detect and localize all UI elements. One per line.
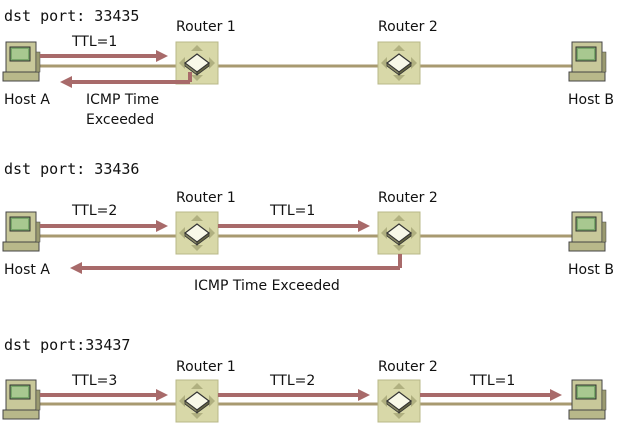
host-computer-icon	[568, 379, 607, 420]
dst-port-label: dst port: 33436	[4, 160, 139, 178]
icmp-label: ICMP Time Exceeded	[194, 278, 340, 294]
probe-arrowhead	[156, 389, 168, 401]
forward-arrowhead	[550, 389, 562, 401]
scenario-1: dst port: 33435 Router 1 Router 2 TTL=1 …	[2, 7, 614, 128]
router-icon	[175, 211, 219, 255]
icmp-label-line-2: Exceeded	[86, 112, 154, 128]
host-a-label: Host A	[4, 92, 50, 108]
icmp-label-line-1: ICMP Time	[86, 92, 159, 108]
dst-port-label: dst port: 33435	[4, 7, 139, 25]
host-b-label: Host B	[568, 262, 614, 278]
scenario-3: dst port:33437 Router 1 Router 2 TTL=3 T…	[2, 336, 607, 423]
router-icon	[377, 379, 421, 423]
ttl-label: TTL=3	[71, 373, 117, 389]
dst-port-label: dst port:33437	[4, 336, 130, 354]
forward-arrowhead	[358, 220, 370, 232]
ttl-label: TTL=1	[269, 203, 315, 219]
host-b-label: Host B	[568, 92, 614, 108]
host-computer-icon	[568, 211, 607, 252]
ttl-label: TTL=2	[71, 203, 117, 219]
ttl-label: TTL=1	[469, 373, 515, 389]
router-1-label: Router 1	[176, 19, 236, 35]
router-2-label: Router 2	[378, 359, 438, 375]
host-a-label: Host A	[4, 262, 50, 278]
reply-arrowhead	[70, 262, 82, 274]
scenario-2: dst port: 33436 Router 1 Router 2 TTL=2 …	[2, 160, 614, 294]
host-computer-icon	[2, 41, 41, 82]
probe-arrowhead	[156, 220, 168, 232]
router-2-label: Router 2	[378, 190, 438, 206]
reply-arrowhead	[60, 76, 72, 88]
router-icon	[377, 211, 421, 255]
host-computer-icon	[568, 41, 607, 82]
forward-arrowhead	[358, 389, 370, 401]
ttl-label: TTL=2	[269, 373, 315, 389]
host-computer-icon	[2, 379, 41, 420]
router-icon	[377, 41, 421, 85]
host-computer-icon	[2, 211, 41, 252]
router-1-label: Router 1	[176, 190, 236, 206]
router-icon	[175, 41, 219, 85]
ttl-label: TTL=1	[71, 34, 117, 50]
probe-arrowhead	[156, 50, 168, 62]
router-icon	[175, 379, 219, 423]
router-1-label: Router 1	[176, 359, 236, 375]
router-2-label: Router 2	[378, 19, 438, 35]
